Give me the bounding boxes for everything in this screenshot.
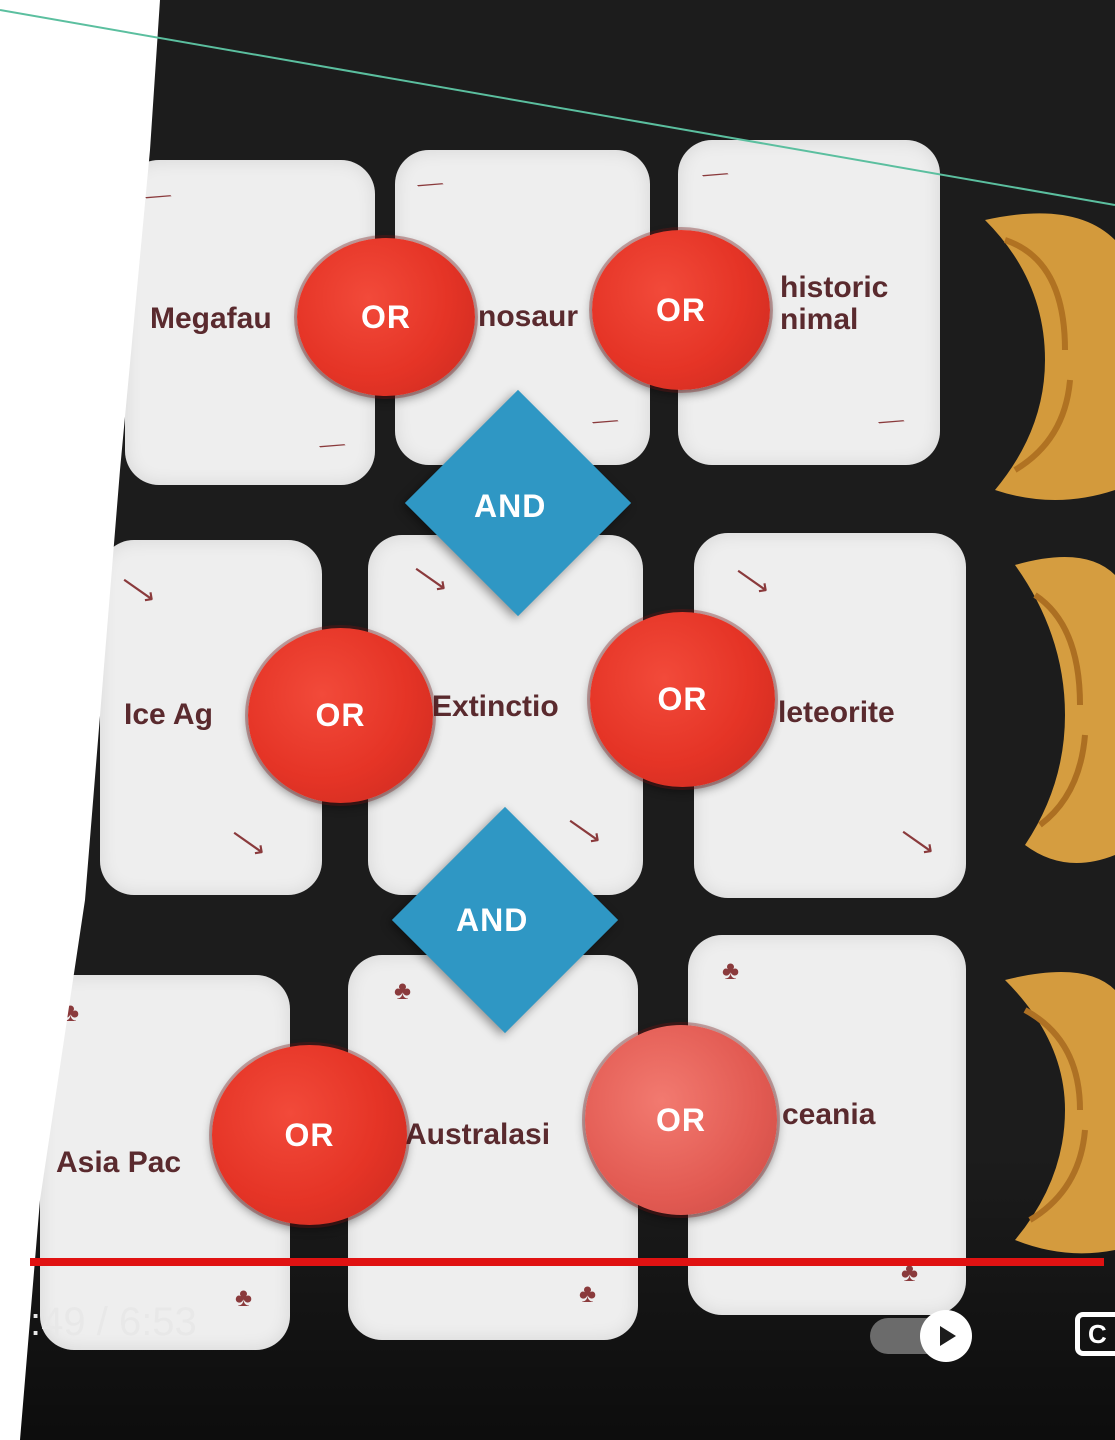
or-label: OR [656,291,706,328]
or-chip: OR [585,1025,777,1215]
australia-icon: ♣ [722,955,740,985]
australia-icon: ♣ [234,1282,252,1312]
or-chip: OR [297,238,475,396]
croissant-image [985,213,1115,501]
and-label: AND [456,902,529,938]
australia-icon: ♣ [394,975,412,1005]
autoplay-toggle[interactable] [870,1310,980,1362]
or-label: OR [315,697,366,733]
autoplay-knob [920,1310,972,1362]
or-label: OR [361,298,411,335]
or-label: OR [284,1116,335,1153]
captions-label: C [1088,1319,1107,1349]
time-display: :49 / 6:53 [30,1300,197,1344]
card-label: Megafau [150,302,272,335]
captions-button[interactable]: C [1075,1312,1115,1356]
card-label: nosaur [478,300,579,333]
card-label: Asia Pac [56,1146,182,1179]
progress-bar[interactable] [30,1258,1104,1266]
card-label: ceania [782,1098,876,1131]
card-label: Extinctio [432,690,559,723]
or-chip: OR [592,230,770,390]
card-label: historic nimal [780,271,889,336]
card-label: leteorite [778,696,895,729]
australia-icon: ♣ [578,1278,596,1308]
or-label: OR [657,681,708,717]
or-chip: OR [590,612,775,787]
or-chip: OR [248,628,433,803]
croissant-image [1005,972,1115,1254]
and-label: AND [474,488,547,524]
card-label: Australasi [405,1118,551,1151]
or-label: OR [656,1101,706,1138]
play-icon [940,1326,956,1346]
or-chip: OR [212,1045,407,1225]
card-label: Ice Ag [124,698,213,731]
croissant-image [1015,557,1115,863]
